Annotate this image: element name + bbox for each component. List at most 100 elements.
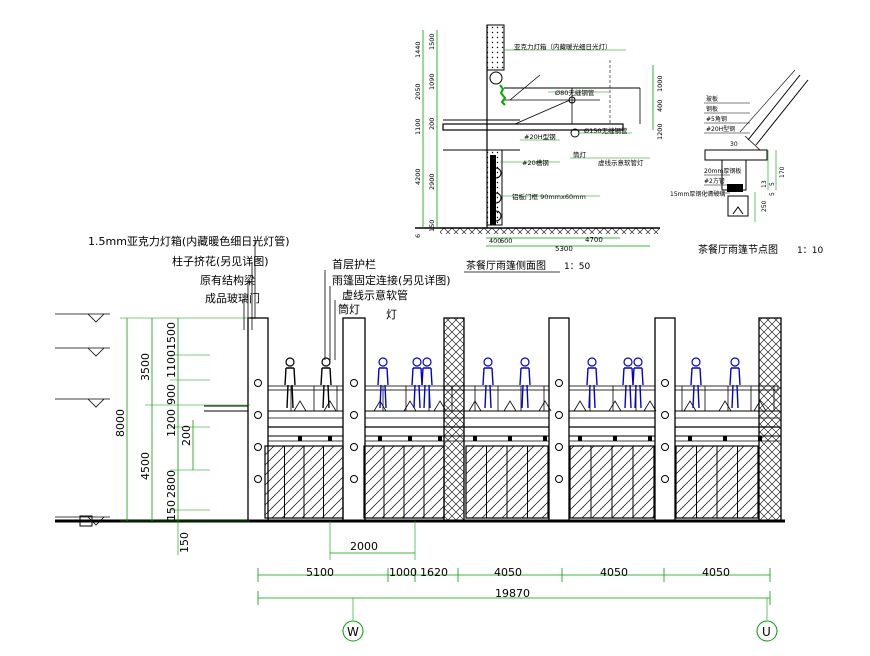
canopy-bracket <box>608 400 622 412</box>
canopy-bracket <box>293 400 307 412</box>
node-label: #5角钢 <box>706 115 727 123</box>
column-ornament <box>661 379 669 387</box>
downlight <box>298 436 302 441</box>
node-label: #20H型钢 <box>706 125 735 133</box>
section-dim: 4700 <box>585 236 603 244</box>
section-dim: 1100 <box>414 118 422 135</box>
person-figure <box>690 357 702 409</box>
canopy-bracket <box>323 400 337 412</box>
level-datum-marker <box>87 347 105 357</box>
column-ornament <box>350 475 358 483</box>
canopy-bracket <box>718 400 732 412</box>
dim-bay: 4050 <box>494 566 522 579</box>
level-datum-marker <box>87 398 105 408</box>
column-ornament <box>555 475 563 483</box>
section-dim: 1000 <box>656 75 664 92</box>
section-dim: 1090 <box>428 73 436 90</box>
callout-hose: 虚线示意软管 <box>342 288 408 302</box>
section-dim: 2050 <box>414 83 422 100</box>
column-ornament <box>350 443 358 451</box>
section-dim: 6 <box>414 234 422 238</box>
downlight <box>688 436 692 441</box>
dim-lower-height: 4500 <box>139 452 152 480</box>
column-ornament <box>555 379 563 387</box>
column-ornament <box>254 443 262 451</box>
dim-segment: 1100 <box>165 350 178 378</box>
section-label: Ø80无缝钢管 <box>555 88 595 97</box>
callout-column-relief: 柱子挤花(另见详图) <box>172 254 269 268</box>
downlight <box>408 436 412 441</box>
callout-canopy-fix: 雨篷固定连接(另见详图) <box>332 273 451 287</box>
column <box>443 317 465 522</box>
canopy-bracket <box>433 400 447 412</box>
level-datum-marker <box>87 313 105 323</box>
dim-bottom: 150 <box>178 532 191 553</box>
downlight <box>578 436 582 441</box>
section-dim: 400 <box>489 237 501 245</box>
column-ornament <box>661 411 669 419</box>
section-label: 铝板门框 90mmx60mm <box>512 192 586 201</box>
node-dim: 13 <box>761 180 768 188</box>
canopy-bracket <box>503 400 517 412</box>
node-dim: 250 <box>761 200 768 212</box>
dim-upper-height: 3500 <box>139 353 152 381</box>
callout-railing: 首层护栏 <box>332 257 376 271</box>
dim-bay: 1620 <box>420 566 448 579</box>
section-wall-top <box>486 24 505 71</box>
section-label: #20H型钢 <box>524 132 556 141</box>
canopy-bracket <box>643 400 657 412</box>
callout-lightbox: 1.5mm亚克力灯箱(内藏暖色细日光灯管) <box>88 234 290 248</box>
callout-glass-door: 成品玻璃门 <box>205 291 260 305</box>
column <box>342 317 366 522</box>
section-dim: 200 <box>428 118 436 130</box>
downlight <box>723 436 727 441</box>
section-label: Ø150无缝钢管 <box>584 126 628 135</box>
person-figure <box>586 357 598 409</box>
downlight <box>648 436 652 441</box>
dim-segment: 1500 <box>165 322 178 350</box>
dim-segment: 900 <box>165 384 178 405</box>
downlight <box>438 436 442 441</box>
column-ornament <box>254 379 262 387</box>
person-figure <box>411 357 423 409</box>
column <box>758 317 782 522</box>
dim-segment: 150 <box>165 500 178 521</box>
person-figure <box>421 357 433 409</box>
downlight <box>508 436 512 441</box>
axis-label-u: U <box>762 625 771 639</box>
column <box>548 317 570 522</box>
downlight <box>328 436 332 441</box>
downlight <box>613 436 617 441</box>
downlight <box>378 436 382 441</box>
column-ornament <box>555 411 563 419</box>
column-ornament <box>661 443 669 451</box>
person-figure <box>320 357 332 409</box>
person-figure <box>377 357 389 409</box>
node-label: #2方管 <box>704 177 725 185</box>
column-ornament <box>661 475 669 483</box>
dim-bay: 4050 <box>600 566 628 579</box>
dim-segment: 2800 <box>165 470 178 498</box>
dim-segment: 200 <box>180 425 193 446</box>
section-dim: 600 <box>500 237 512 245</box>
main-elevation: 8000 3500 4500 1500 1100 900 1200 2800 1… <box>55 234 785 642</box>
section-canopy-slab <box>442 123 624 131</box>
node-scale: 1：10 <box>797 246 823 256</box>
canopy-bracket <box>573 400 587 412</box>
canopy-bracket <box>468 400 482 412</box>
section-dim: 5300 <box>555 245 573 253</box>
dim-bay: 4050 <box>702 566 730 579</box>
column <box>654 317 676 522</box>
node-label: 玻板 <box>706 95 718 103</box>
section-dim: 1200 <box>656 123 664 140</box>
node-label: 15mm厚钢化清玻璃 <box>670 190 725 198</box>
person-figure <box>284 357 296 409</box>
section-dim: 1500 <box>428 33 436 50</box>
person-figure <box>482 357 494 409</box>
person-figure <box>729 357 741 409</box>
canopy-bracket <box>753 400 767 412</box>
column-ornament <box>350 379 358 387</box>
node-dim: 170 <box>779 166 786 178</box>
callout-downlight: 筒灯 <box>338 302 360 316</box>
node-detail: 玻板 钢板 #5角钢 #20H型钢 20mm厚钢板 #2方管 15mm厚钢化清玻… <box>670 69 823 256</box>
